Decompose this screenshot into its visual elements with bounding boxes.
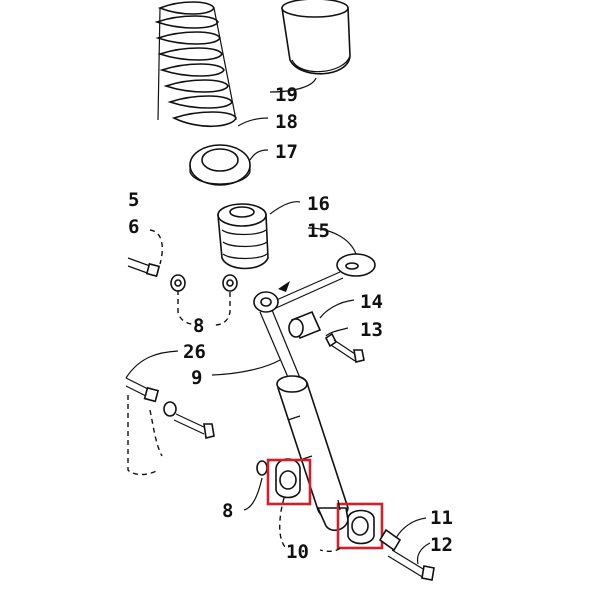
leader-lines [125, 77, 431, 565]
spring-retainer [189, 144, 251, 186]
callout-26: 26 [183, 341, 206, 363]
spacer [288, 310, 322, 340]
callout-8-upper: 8 [193, 315, 204, 337]
callout-13: 13 [360, 319, 383, 341]
callout-18: 18 [275, 111, 298, 133]
upper-bolt [271, 271, 344, 309]
callout-5: 5 [128, 189, 139, 211]
highlight-box-left [266, 458, 312, 506]
callout-17: 17 [275, 141, 298, 163]
callout-9: 9 [191, 367, 202, 389]
callout-8-lower: 8 [222, 500, 233, 522]
bushing-lower-left [256, 458, 301, 499]
bolt-assembly-upper [127, 257, 186, 292]
bolt-13 [324, 332, 365, 363]
lower-bolt [378, 528, 435, 581]
callout-15: 15 [307, 220, 330, 242]
washer [336, 253, 376, 277]
bump-stop [217, 203, 269, 270]
callout-labels: 19 18 17 16 15 5 6 14 13 8 26 9 8 10 11 … [128, 84, 453, 563]
coil-spring [154, 1, 237, 128]
callout-16: 16 [307, 193, 330, 215]
shock-absorber [253, 291, 349, 532]
callout-14: 14 [360, 291, 383, 313]
bolt-assembly-lower [125, 377, 215, 439]
highlight-box-right [336, 502, 384, 550]
callout-12: 12 [430, 534, 453, 556]
bushing-lower-right [347, 509, 375, 545]
nut-upper [222, 274, 238, 292]
callout-10: 10 [286, 541, 309, 563]
callout-6: 6 [128, 216, 139, 238]
callout-11: 11 [430, 507, 453, 529]
callout-19: 19 [275, 84, 298, 106]
direction-arrow-icon [278, 281, 290, 292]
boot-bellows [281, 0, 351, 75]
